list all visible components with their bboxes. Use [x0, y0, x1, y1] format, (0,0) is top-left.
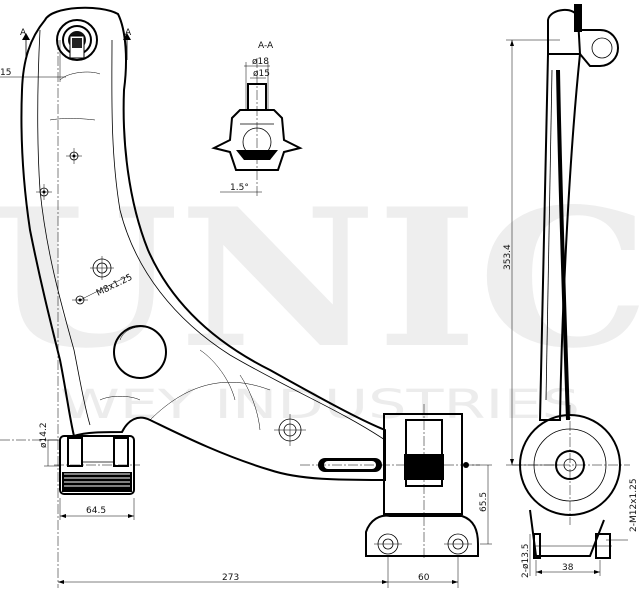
m8-hole	[90, 256, 114, 280]
svg-text:353.4: 353.4	[503, 244, 513, 270]
svg-text:60: 60	[418, 573, 430, 583]
svg-text:A: A	[125, 28, 132, 38]
dim-60: 60	[388, 556, 459, 588]
dim-273: 273	[58, 556, 389, 588]
svg-text:2-ø13.5: 2-ø13.5	[521, 543, 531, 578]
mount-hole	[36, 184, 52, 200]
dim-phi14-2: ø14.2	[39, 422, 60, 467]
rear-bracket	[365, 514, 479, 557]
watermark-subtitle: WEY INDUSTRIES	[60, 382, 580, 428]
svg-text:ø14.2: ø14.2	[39, 422, 49, 448]
lightening-hole	[113, 325, 167, 379]
svg-text:65.5: 65.5	[479, 492, 489, 512]
dim-64-5: 64.5	[59, 498, 135, 520]
section-marker-right: A	[123, 28, 132, 60]
section-view-a-a: A-A ø18 ø15 1.5°	[211, 41, 303, 196]
svg-text:A-A: A-A	[258, 41, 274, 51]
section-marker-left: A	[20, 28, 30, 60]
svg-text:1.5°: 1.5°	[230, 183, 249, 193]
control-arm-side-view	[512, 4, 630, 559]
watermark-brand: UNIC	[0, 167, 640, 390]
control-arm-top-view	[20, 6, 480, 560]
rear-bushing	[300, 404, 480, 560]
mount-hole	[66, 148, 82, 164]
mount-hole	[274, 414, 306, 446]
svg-text:ø18: ø18	[252, 57, 269, 67]
dim-353-4: 353.4	[503, 39, 560, 466]
ball-joint-housing	[56, 19, 98, 61]
svg-text:A: A	[20, 28, 27, 38]
dim-m12: 2-M12x1.25	[606, 478, 639, 541]
dim-phi13-5: 2-ø13.5	[521, 534, 531, 578]
dim-15: 15	[0, 40, 66, 82]
svg-text:64.5: 64.5	[86, 506, 106, 516]
svg-text:15: 15	[0, 68, 11, 78]
svg-text:273: 273	[222, 573, 239, 583]
dim-38: 38	[535, 560, 601, 576]
front-bushing	[54, 435, 140, 495]
svg-text:38: 38	[562, 563, 574, 573]
dim-65-5: 65.5	[470, 464, 492, 545]
svg-text:2-M12x1.25: 2-M12x1.25	[629, 478, 639, 532]
svg-text:ø15: ø15	[253, 69, 270, 79]
